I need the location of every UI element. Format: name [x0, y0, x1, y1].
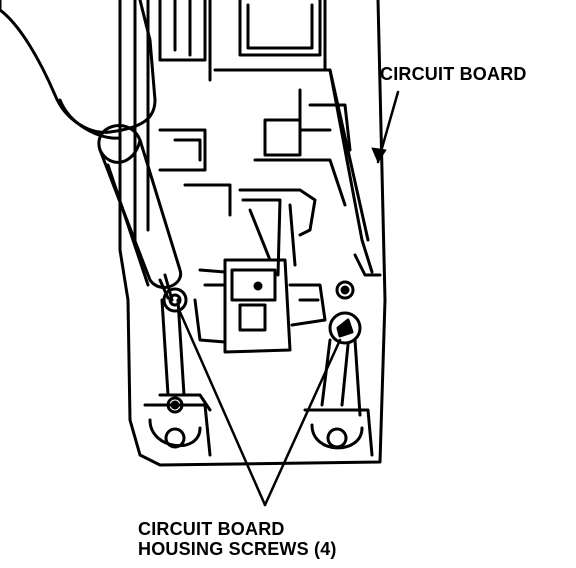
screwdriver-icon: [97, 124, 183, 302]
screw-leader-right: [263, 338, 342, 507]
housing-screws-label-line2: HOUSING SCREWS (4): [138, 539, 337, 559]
connector-block: [193, 188, 327, 354]
housing-screw-icon: [166, 396, 184, 414]
circuit-board-label: CIRCUIT BOARD: [380, 64, 527, 84]
housing-screw-icon: [335, 280, 355, 300]
housing-screw-icon: [162, 287, 188, 313]
housing-screw-icon: [328, 311, 362, 345]
housing-screws-label-line1: CIRCUIT BOARD: [138, 519, 285, 539]
housing-body: [118, 0, 387, 467]
left-mount-rail: [143, 298, 212, 457]
hand-icon: [0, 0, 157, 140]
circuit-board: [158, 68, 374, 274]
housing-screws-label: CIRCUIT BOARD HOUSING SCREWS (4): [138, 519, 337, 559]
screw-leader-left: [178, 310, 267, 507]
arrowhead-icon: [371, 147, 387, 163]
mounting-eyelets: [148, 418, 364, 450]
